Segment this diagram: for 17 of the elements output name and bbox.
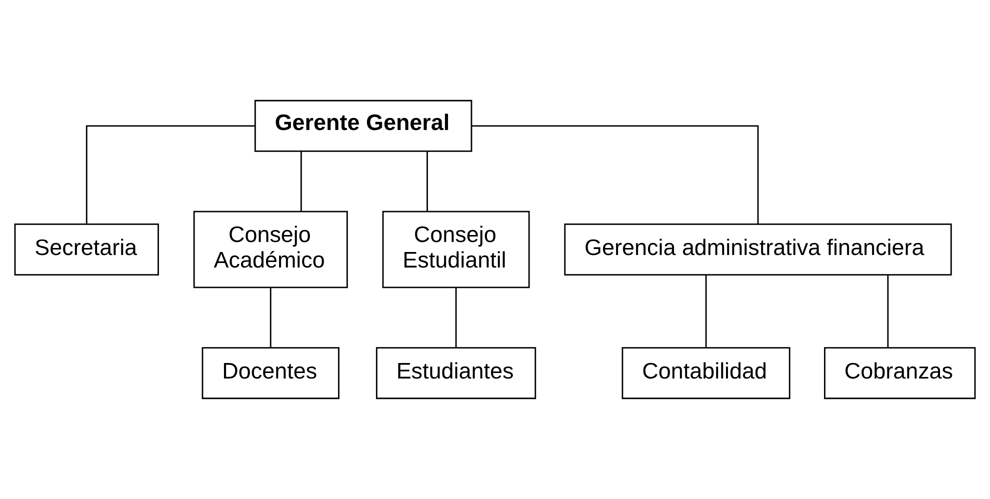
- connector: [300, 152, 302, 212]
- node-box: Gerente General: [254, 100, 472, 152]
- connector: [426, 152, 428, 212]
- node-box: Secretaria: [14, 224, 159, 276]
- node-box: Contabilidad: [622, 347, 790, 400]
- node-box: Consejo Estudiantil: [382, 210, 530, 288]
- connector: [887, 275, 889, 348]
- connector: [86, 125, 256, 224]
- node-box: Consejo Académico: [193, 210, 348, 288]
- node-box: Gerencia administrativa financiera: [564, 224, 952, 276]
- connector: [455, 288, 457, 348]
- connector: [705, 275, 707, 348]
- node-box: Cobranzas: [824, 347, 976, 400]
- connector: [472, 125, 759, 224]
- node-box: Docentes: [202, 347, 340, 400]
- node-box: Estudiantes: [376, 347, 536, 400]
- connector: [270, 288, 272, 348]
